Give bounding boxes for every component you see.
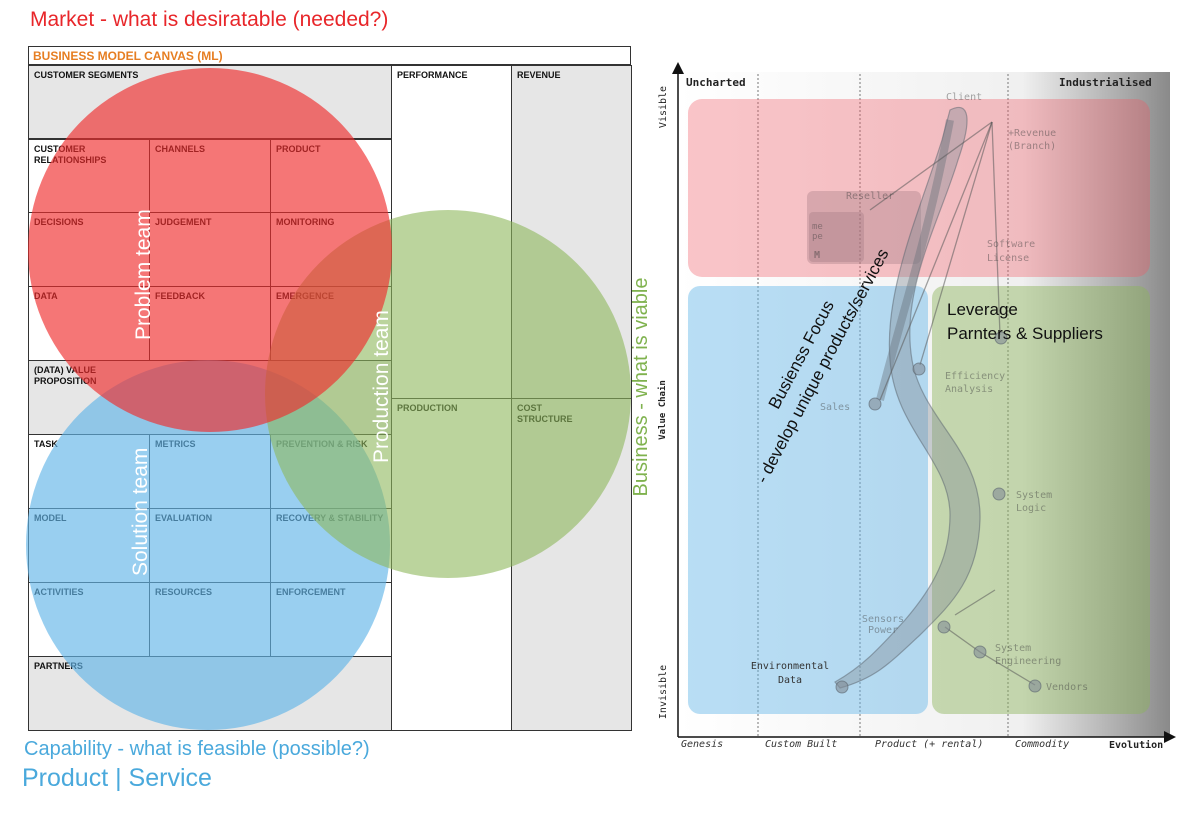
production-team-label: Production team	[370, 310, 393, 463]
value-chain-label: Value Chain	[658, 380, 668, 440]
blue-region	[688, 286, 928, 714]
product-service-heading: Product | Service	[22, 764, 212, 792]
reseller-box	[807, 191, 921, 264]
cell-resources: RESOURCES	[149, 582, 271, 657]
component-sales: Sales	[820, 402, 851, 413]
leverage-line-1: Leverage	[947, 300, 1018, 319]
leverage-annotation: Leverage Parnters & Suppliers	[947, 298, 1103, 346]
green-region	[932, 286, 1150, 714]
problem-team-label: Problem team	[132, 209, 155, 340]
cell-metrics: METRICS	[149, 434, 271, 509]
cost-structure-label: COST STRUCTURE	[517, 403, 573, 424]
solution-team-label: Solution team	[129, 447, 152, 576]
red-region	[688, 99, 1150, 277]
visible-label: Visible	[658, 85, 669, 129]
cell-monitoring: MONITORING	[270, 212, 392, 287]
cell-channels: CHANNELS	[149, 139, 271, 213]
node-system-logic	[992, 487, 1006, 501]
component-client: Client	[946, 92, 983, 103]
component-system-logic: System Logic	[1016, 490, 1053, 514]
component-pe: pe	[812, 232, 823, 242]
leverage-line-2: Parnters & Suppliers	[947, 324, 1103, 343]
capability-heading: Capability - what is feasible (possible?…	[24, 738, 370, 760]
cell-cost-structure: COST STRUCTURE	[511, 398, 632, 731]
component-system-engineering: System Engineering	[995, 643, 1062, 667]
cell-activities: ACTIVITIES	[28, 582, 150, 657]
node-sensors	[937, 620, 951, 634]
component-efficiency-analysis: Efficiency Analysis	[945, 371, 1006, 395]
stage-custom-built: Custom Built	[765, 739, 838, 750]
component-revenue: +Revenue (Branch)	[1008, 128, 1057, 152]
market-heading: Market - what is desiratable (needed?)	[30, 8, 389, 31]
node-environmental-data	[835, 680, 849, 694]
component-sensors-power: Sensors Power	[861, 614, 905, 636]
cell-value-proposition: (DATA) VALUE PROPOSITION	[28, 360, 392, 435]
cell-judgement: JUDGEMENT	[149, 212, 271, 287]
wardley-map	[672, 62, 1176, 743]
node-sales	[868, 397, 882, 411]
component-m: M	[814, 250, 821, 261]
component-software-license: Software License	[987, 239, 1036, 264]
boomerang-shape	[834, 106, 981, 689]
stage-genesis: Genesis	[681, 739, 724, 750]
component-vendors: Vendors	[1046, 682, 1089, 693]
node-partners	[994, 331, 1008, 345]
industrialised-label: Industrialised	[1059, 76, 1152, 89]
cell-enforcement: ENFORCEMENT	[270, 582, 392, 657]
cell-revenue: REVENUE	[511, 65, 632, 399]
invisible-label: Invisible	[658, 664, 669, 720]
cell-product: PRODUCT	[270, 139, 392, 213]
component-me: me	[812, 222, 823, 232]
uncharted-label: Uncharted	[686, 76, 746, 89]
cell-performance: PERFORMANCE	[391, 65, 512, 399]
node-system-engineering	[973, 645, 987, 659]
canvas-title: BUSINESS MODEL CANVAS (ML)	[28, 46, 631, 65]
cell-evaluation: EVALUATION	[149, 508, 271, 583]
node-efficiency	[912, 362, 926, 376]
cell-feedback: FEEDBACK	[149, 286, 271, 361]
cell-customer-relationships: CUSTOMER RELATIONSHIPS	[28, 139, 150, 213]
stage-product: Product (+ rental)	[875, 739, 984, 750]
cell-partners: PARTNERS	[28, 656, 392, 731]
component-environmental-data: Environmental Data	[750, 661, 830, 686]
node-vendors	[1028, 679, 1042, 693]
cell-production: PRODUCTION	[391, 398, 512, 731]
cell-recovery-stability: RECOVERY & STABILITY	[270, 508, 392, 583]
map-background	[678, 72, 1170, 737]
stage-commodity: Commodity	[1015, 739, 1070, 750]
component-reseller: Reseller	[846, 191, 895, 202]
value-proposition-label: (DATA) VALUE PROPOSITION	[34, 365, 97, 386]
evolution-label: Evolution	[1109, 740, 1164, 751]
cell-customer-segments: CUSTOMER SEGMENTS	[28, 65, 392, 139]
